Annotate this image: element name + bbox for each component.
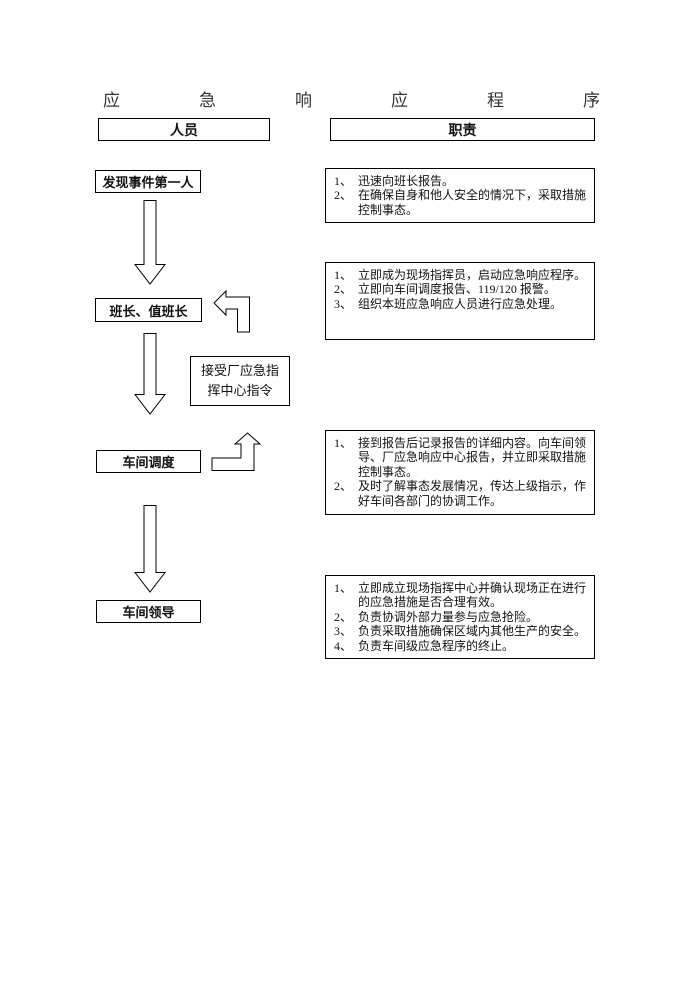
- duty-item-text: 在确保自身和他人安全的情况下，采取措施控制事态。: [358, 188, 587, 217]
- flow-node-discoverer: 发现事件第一人: [95, 170, 201, 193]
- duty-list: 1、接到报告后记录报告的详细内容。向车间领导、厂应急响应中心报告，并立即采取措施…: [334, 436, 588, 508]
- duty-item: 1、立即成为现场指挥员，启动应急响应程序。: [334, 268, 588, 282]
- duty-box-discoverer: 1、迅速向班长报告。2、在确保自身和他人安全的情况下，采取措施控制事态。: [325, 168, 595, 224]
- duty-list: 1、立即成为现场指挥员，启动应急响应程序。2、立即向车间调度报告、119/120…: [334, 268, 588, 311]
- flow-node-shift-leader: 班长、值班长: [95, 298, 202, 322]
- flow-node-dispatcher: 车间调度: [96, 450, 201, 473]
- duty-item-number: 3、: [334, 624, 353, 639]
- duty-item-text: 迅速向班长报告。: [358, 174, 455, 188]
- bent-up-arrow-icon: [211, 432, 266, 472]
- duty-item: 3、负责采取措施确保区域内其他生产的安全。: [334, 624, 588, 638]
- duty-item-number: 2、: [334, 479, 353, 494]
- page-title: 应急响应程序: [103, 91, 679, 110]
- duty-item-number: 2、: [334, 282, 353, 297]
- bent-left-arrow-icon: [213, 289, 251, 333]
- duty-item-number: 1、: [334, 436, 353, 450]
- instruction-box: 接受厂应急指挥中心指令: [190, 356, 290, 406]
- duty-item: 2、及时了解事态发展情况，传达上级指示，作好车间各部门的协调工作。: [334, 479, 588, 508]
- duty-item: 2、负责协调外部力量参与应急抢险。: [334, 610, 588, 624]
- duty-list: 1、立即成立现场指挥中心并确认现场正在进行的应急措施是否合理有效。2、负责协调外…: [334, 581, 588, 653]
- duty-item-number: 1、: [334, 268, 353, 282]
- duty-item: 2、立即向车间调度报告、119/120 报警。: [334, 282, 588, 296]
- duty-item: 1、迅速向班长报告。: [334, 174, 588, 188]
- flow-node-leader: 车间领导: [96, 600, 201, 623]
- down-arrow-icon: [134, 200, 166, 285]
- duty-item-text: 组织本班应急响应人员进行应急处理。: [358, 296, 563, 311]
- down-arrow-icon: [134, 333, 166, 415]
- duty-item-text: 负责车间级应急程序的终止。: [358, 638, 515, 653]
- person-column-header: 人员: [98, 118, 270, 141]
- duty-item: 3、组织本班应急响应人员进行应急处理。: [334, 297, 588, 311]
- duty-item-number: 4、: [334, 638, 353, 653]
- duty-column-header: 职责: [330, 118, 595, 141]
- duty-item-number: 3、: [334, 296, 353, 311]
- duty-item-text: 立即成为现场指挥员，启动应急响应程序。: [358, 268, 587, 282]
- duty-box-leader: 1、立即成立现场指挥中心并确认现场正在进行的应急措施是否合理有效。2、负责协调外…: [325, 575, 595, 659]
- duty-item-text: 接到报告后记录报告的详细内容。向车间领导、厂应急响应中心报告，并立即采取措施控制…: [358, 436, 587, 479]
- duty-item-text: 负责协调外部力量参与应急抢险。: [358, 609, 539, 624]
- duty-item-text: 负责采取措施确保区域内其他生产的安全。: [358, 624, 587, 639]
- duty-box-dispatcher: 1、接到报告后记录报告的详细内容。向车间领导、厂应急响应中心报告，并立即采取措施…: [325, 430, 595, 515]
- duty-item: 1、接到报告后记录报告的详细内容。向车间领导、厂应急响应中心报告，并立即采取措施…: [334, 436, 588, 479]
- duty-item: 4、负责车间级应急程序的终止。: [334, 639, 588, 653]
- down-arrow-icon: [134, 505, 166, 593]
- duty-item-number: 2、: [334, 609, 353, 624]
- duty-item-number: 1、: [334, 581, 353, 595]
- duty-list: 1、迅速向班长报告。2、在确保自身和他人安全的情况下，采取措施控制事态。: [334, 174, 588, 217]
- duty-item: 1、立即成立现场指挥中心并确认现场正在进行的应急措施是否合理有效。: [334, 581, 588, 610]
- duty-item-number: 2、: [334, 188, 353, 203]
- duty-item-text: 及时了解事态发展情况，传达上级指示，作好车间各部门的协调工作。: [358, 479, 587, 508]
- duty-box-shift-leader: 1、立即成为现场指挥员，启动应急响应程序。2、立即向车间调度报告、119/120…: [325, 262, 595, 340]
- duty-item: 2、在确保自身和他人安全的情况下，采取措施控制事态。: [334, 188, 588, 217]
- duty-item-text: 立即向车间调度报告、119/120 报警。: [358, 282, 556, 297]
- duty-item-number: 1、: [334, 174, 353, 188]
- duty-item-text: 立即成立现场指挥中心并确认现场正在进行的应急措施是否合理有效。: [358, 581, 587, 610]
